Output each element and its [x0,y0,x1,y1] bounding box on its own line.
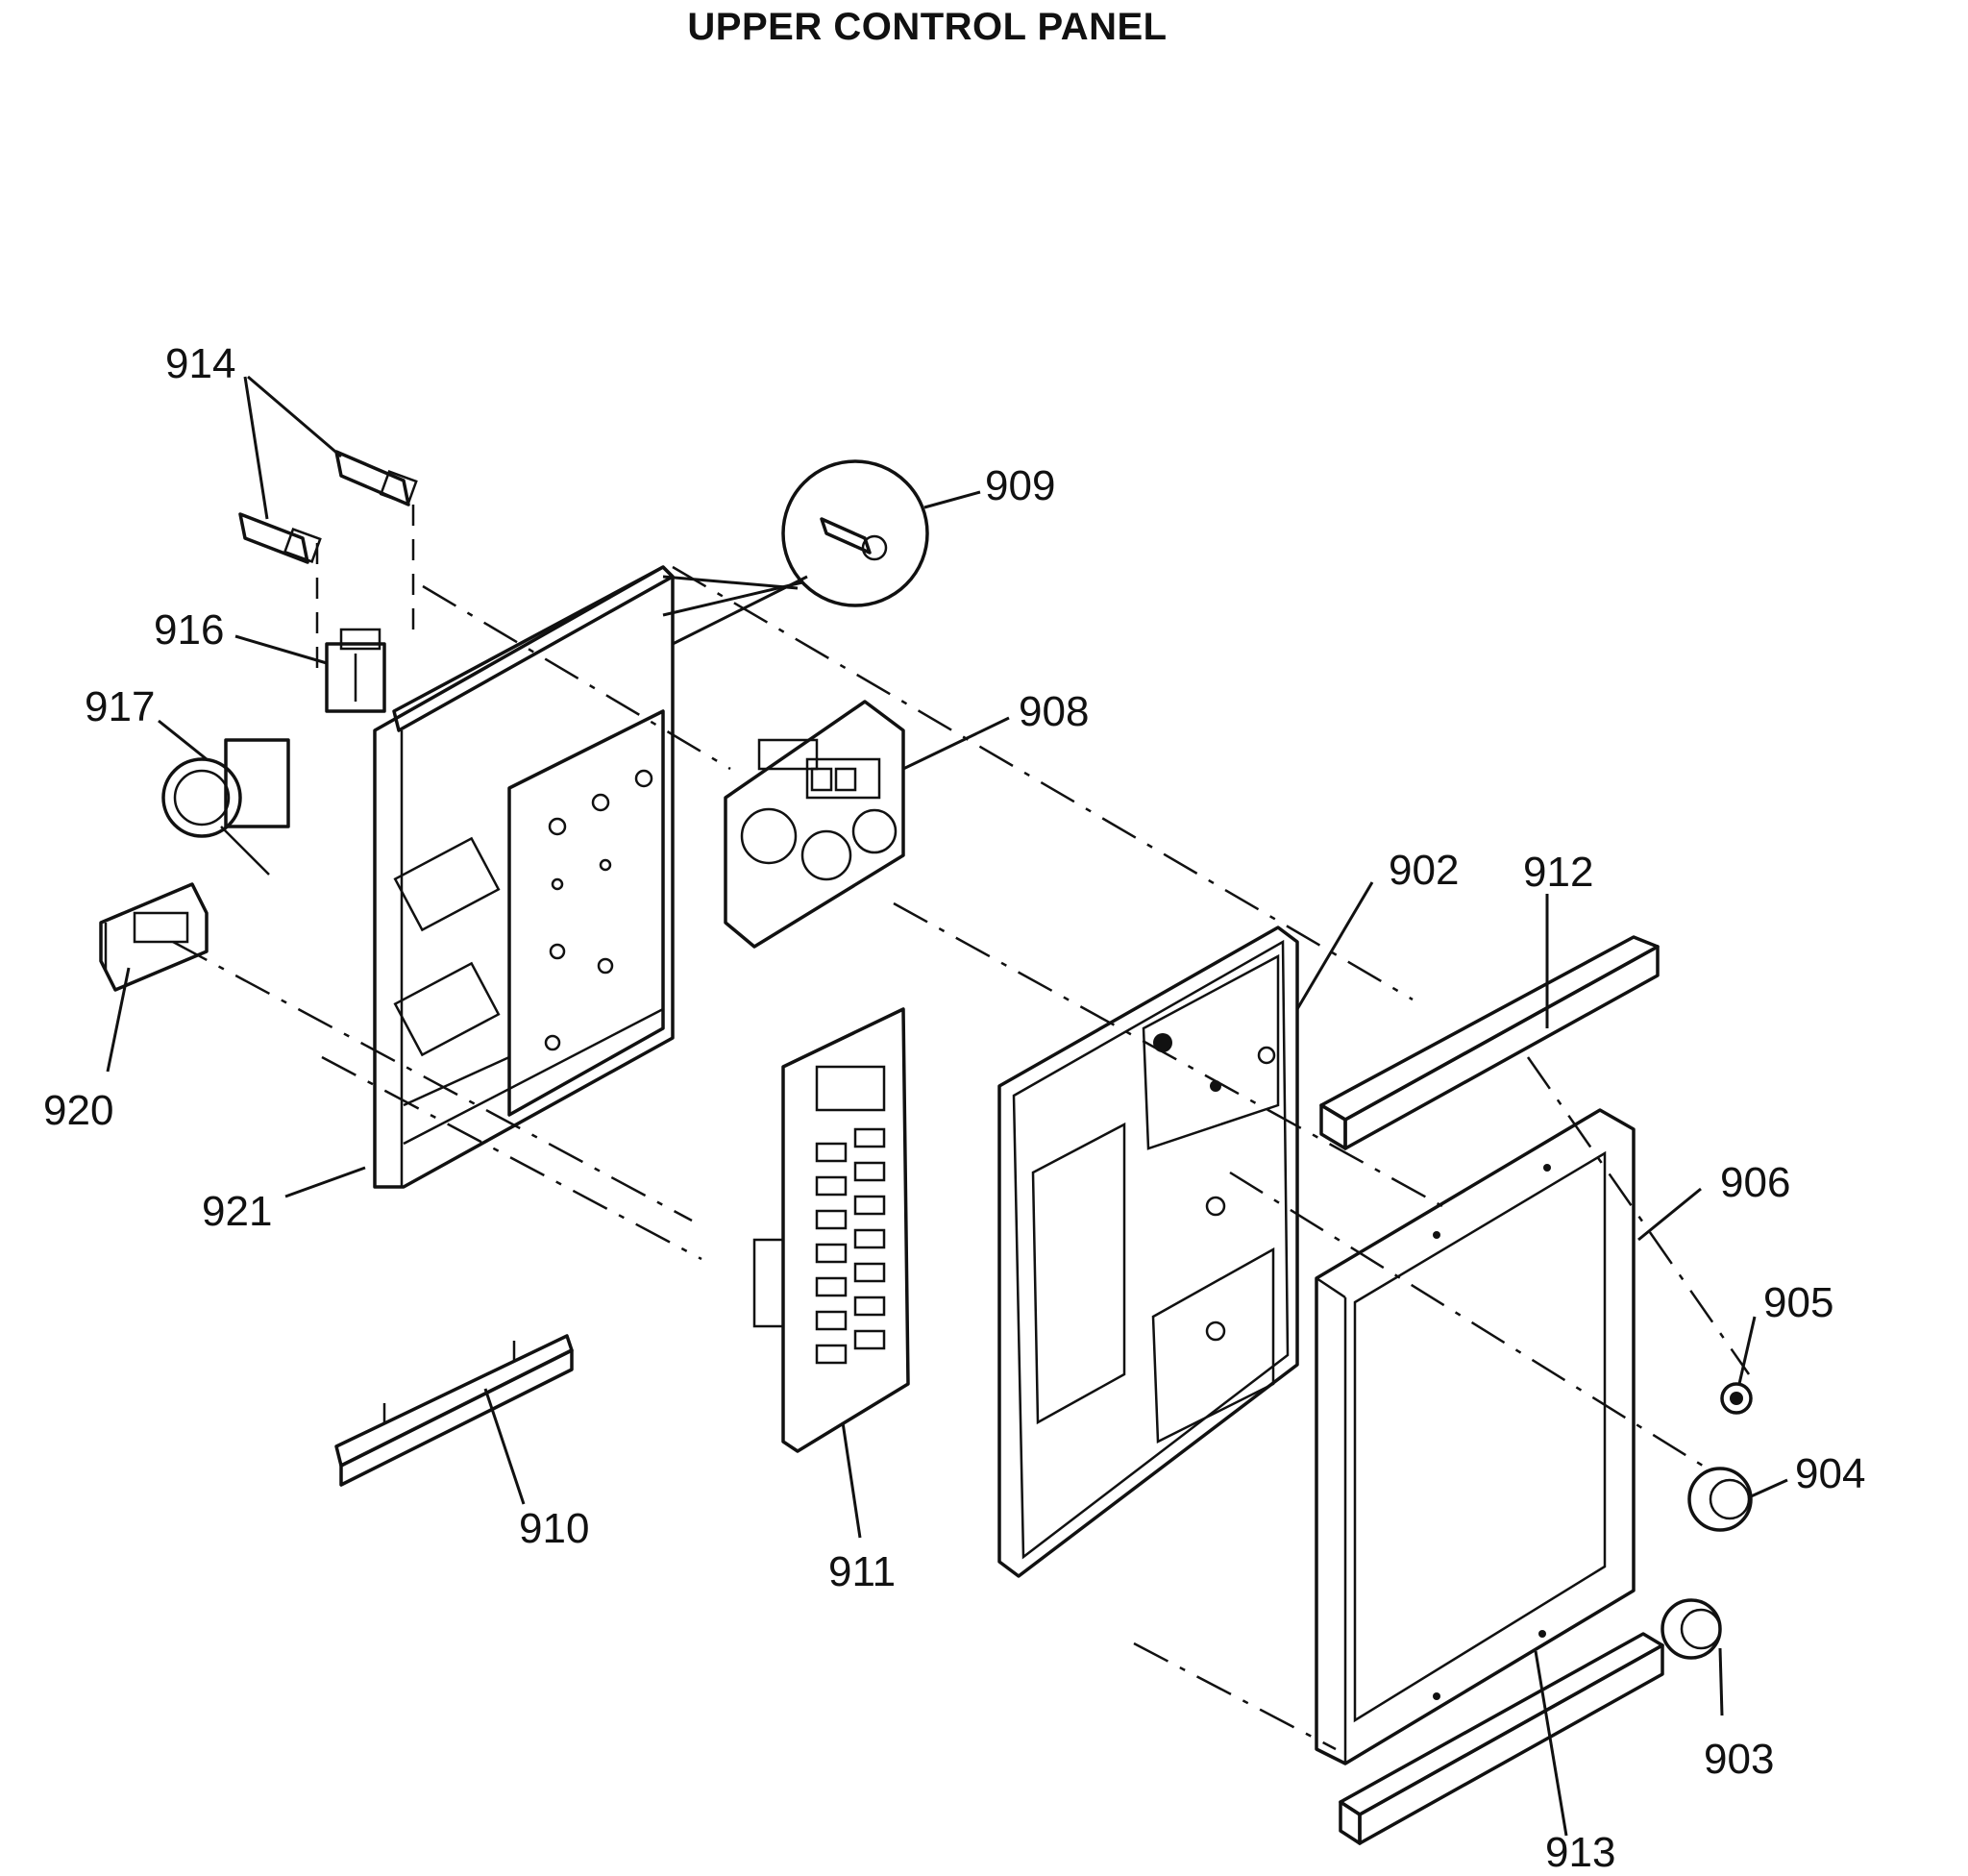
part-908-control-board [724,700,905,949]
part-906-frame [1315,1108,1636,1765]
part-912-top-strip [1319,935,1660,1150]
callout-904: 904 [1795,1450,1865,1497]
callout-903: 903 [1704,1736,1774,1783]
part-916-switch [325,628,386,713]
assembly-guide-lines [172,505,1751,1751]
diagram-title: UPPER CONTROL PANEL [687,6,1168,48]
part-914-connectors [238,450,418,564]
callout-913: 913 [1545,1829,1615,1876]
part-903-knob [1660,1598,1722,1660]
callout-912: 912 [1523,849,1593,896]
part-909-detail-circle [662,459,929,646]
callout-916: 916 [154,606,224,654]
callout-914: 914 [165,340,235,387]
callout-910: 910 [519,1505,589,1552]
part-911-keypad-board [752,1007,910,1453]
keypad-keys [815,1127,886,1365]
callout-906: 906 [1720,1159,1790,1206]
callout-902: 902 [1389,847,1459,894]
part-904-knob [1687,1467,1753,1532]
leader-lines [106,375,1788,1837]
callout-labels: 914 909 916 917 908 902 912 906 905 904 … [43,340,1865,1876]
callout-920: 920 [43,1087,113,1134]
callout-905: 905 [1763,1279,1833,1326]
callout-908: 908 [1019,688,1089,735]
callout-917: 917 [85,683,155,730]
part-917-timer [161,738,290,876]
callout-921: 921 [202,1188,272,1235]
callout-911: 911 [828,1548,896,1595]
part-910-bracket [334,1334,574,1487]
part-921-chassis-bracket [373,565,675,1189]
part-920-switch [99,882,209,992]
part-905-knob [1720,1382,1753,1415]
callout-909: 909 [985,462,1055,509]
part-902-control-panel [997,926,1299,1578]
